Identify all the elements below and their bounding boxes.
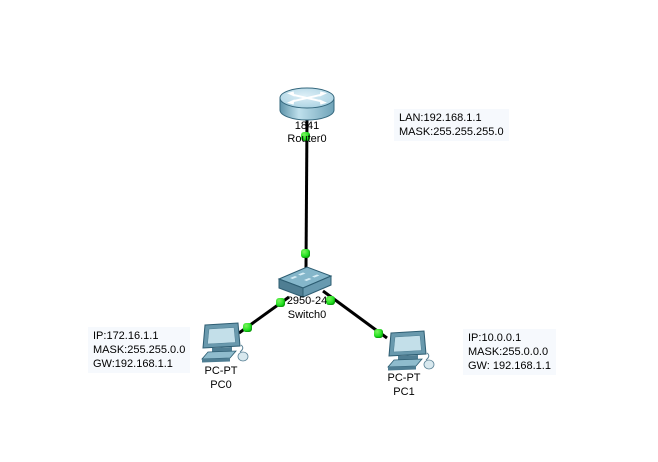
device-pc1[interactable] bbox=[386, 330, 438, 372]
link-status-up-indicator bbox=[242, 322, 252, 332]
device-pc0[interactable] bbox=[200, 322, 252, 364]
device-name-label-pc0: PC0 bbox=[210, 379, 232, 391]
ethernet-link-router0-switch0[interactable] bbox=[304, 117, 309, 269]
note-line: LAN:192.168.1.1 bbox=[399, 112, 482, 124]
switch-icon bbox=[277, 266, 333, 298]
note-router-config[interactable]: LAN:192.168.1.1 MASK:255.255.255.0 bbox=[394, 109, 509, 141]
device-model-label-pc1: PC-PT bbox=[387, 372, 421, 384]
note-pc1-config[interactable]: IP:10.0.0.1 MASK:255.0.0.0 GW: 192.168.1… bbox=[463, 329, 556, 375]
note-pc0-config[interactable]: IP:172.16.1.1 MASK:255.255.0.0 GW:192.16… bbox=[88, 327, 191, 373]
link-status-up-indicator bbox=[300, 131, 310, 141]
device-switch0[interactable] bbox=[277, 264, 333, 298]
link-status-up-indicator bbox=[275, 297, 285, 307]
link-status-up-indicator bbox=[373, 328, 383, 338]
note-line: MASK:255.255.0.0 bbox=[93, 344, 186, 356]
pc-icon bbox=[201, 322, 249, 363]
pc-icon bbox=[387, 330, 435, 371]
device-model-label-router0: 1841 bbox=[294, 120, 320, 132]
note-line: MASK:255.0.0.0 bbox=[468, 346, 549, 358]
device-name-label-switch0: Switch0 bbox=[287, 309, 327, 321]
device-name-label-pc1: PC1 bbox=[393, 386, 415, 398]
note-line: IP:172.16.1.1 bbox=[93, 330, 159, 342]
note-line: GW:192.168.1.1 bbox=[93, 358, 173, 370]
note-line: MASK:255.255.255.0 bbox=[399, 126, 504, 138]
device-model-label-pc0: PC-PT bbox=[204, 365, 238, 377]
note-line: GW: 192.168.1.1 bbox=[468, 360, 551, 372]
note-line: IP:10.0.0.1 bbox=[468, 332, 522, 344]
device-name-label-router0: Router0 bbox=[287, 133, 327, 145]
device-model-label-switch0: 2950-24 bbox=[286, 295, 328, 307]
device-router0[interactable] bbox=[279, 85, 335, 121]
link-status-up-indicator bbox=[300, 248, 310, 258]
link-status-up-indicator bbox=[325, 295, 335, 305]
router-icon bbox=[279, 87, 335, 121]
